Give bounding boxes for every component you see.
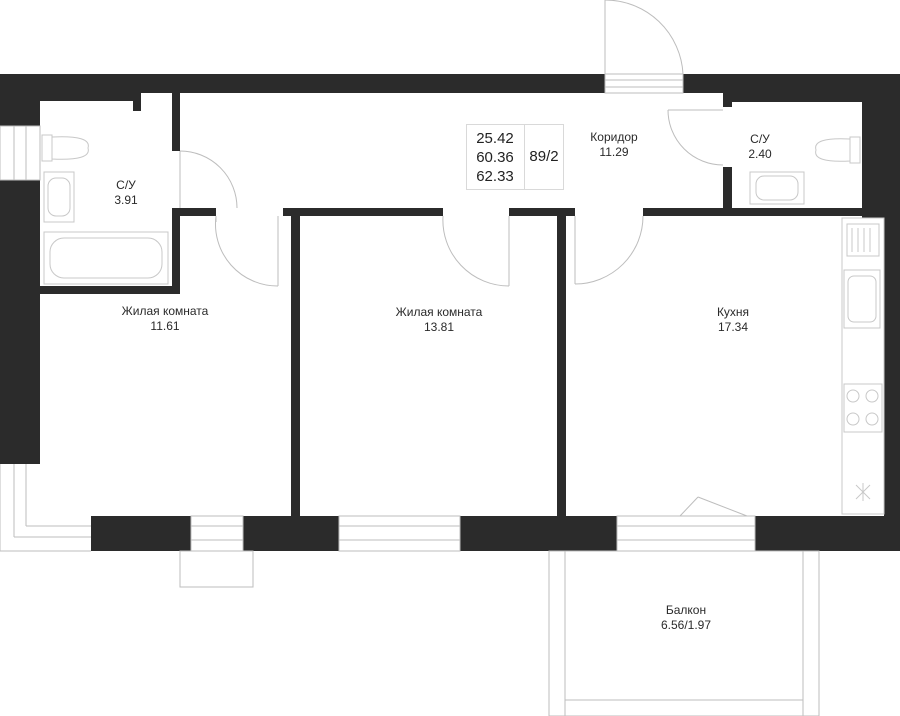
- room-label-balcony: Балкон 6.56/1.97: [661, 603, 711, 633]
- room-area: 13.81: [423, 320, 455, 334]
- wall-corridor-bottom-2: [283, 208, 443, 216]
- wall-bath-bottom: [40, 286, 180, 294]
- sink-1: [43, 171, 75, 223]
- wall-right-upper: [862, 74, 900, 218]
- apartment-summary: 25.42 60.36 62.33 89/2: [466, 124, 564, 190]
- room-name: Балкон: [665, 603, 707, 617]
- room-name: Коридор: [590, 130, 638, 144]
- area-total-with-balcony: 62.33: [476, 168, 514, 185]
- room-label-wc: С/У 2.40: [748, 132, 771, 162]
- wall-bottom-4: [755, 516, 900, 551]
- wall-room2-kitchen: [557, 216, 566, 516]
- wall-bath-right: [172, 93, 180, 151]
- wall-top-right: [683, 74, 900, 93]
- room-name: Кухня: [716, 305, 750, 319]
- kitchen-sink: [843, 269, 881, 329]
- bathtub: [43, 231, 169, 285]
- windows: [0, 73, 756, 588]
- room-label-bathroom: С/У 3.91: [114, 178, 137, 208]
- wall-bottom-3: [460, 516, 617, 551]
- wall-room1-room2: [291, 216, 300, 516]
- wall-wc2-left: [723, 93, 732, 107]
- room-label-kitchen: Кухня 17.34: [717, 305, 749, 335]
- room-area: 11.61: [150, 319, 180, 333]
- wall-bath-right-lower: [172, 208, 180, 286]
- wall-corridor-bottom-1: [180, 208, 216, 216]
- wall-bath-top: [40, 93, 133, 101]
- wall-left-upper: [0, 74, 40, 126]
- room-label-living-2: Жилая комната 13.81: [396, 305, 483, 335]
- wall-bottom-2: [243, 516, 339, 551]
- wall-right: [884, 216, 900, 516]
- exterior-walls: [0, 74, 900, 551]
- doors: [179, 0, 748, 517]
- wall-bath-top-right: [133, 93, 141, 111]
- room-area: 11.29: [599, 145, 629, 159]
- wall-wc2-left-lower: [723, 167, 732, 208]
- wall-corridor-bottom-4: [643, 208, 884, 216]
- wall-top-left: [0, 74, 605, 93]
- area-living: 25.42: [476, 130, 514, 147]
- room-area: 3.91: [114, 193, 138, 207]
- fixtures: [41, 134, 885, 515]
- room-name: Жилая комната: [121, 304, 209, 318]
- room-area: 6.56/1.97: [660, 618, 712, 632]
- kitchen-hood: [846, 223, 880, 257]
- area-total: 60.36: [476, 149, 514, 166]
- toilet-1: [41, 134, 53, 162]
- apartment-number: 89/2: [529, 148, 559, 165]
- room-area: 17.34: [717, 320, 749, 334]
- room-label-corridor: Коридор 11.29: [590, 130, 637, 160]
- summary-areas: 25.42 60.36 62.33: [467, 129, 523, 186]
- summary-divider: [524, 125, 525, 189]
- toilet-2: [849, 136, 861, 164]
- sink-2: [749, 171, 805, 205]
- wall-left-mid: [0, 180, 40, 464]
- room-name: С/У: [116, 178, 136, 192]
- interior-walls: [40, 93, 884, 516]
- gas-valve-icon: [855, 483, 871, 501]
- wall-wc2-top: [732, 93, 862, 102]
- kitchen-counter: [841, 217, 885, 515]
- room-name: С/У: [750, 132, 770, 146]
- wall-corridor-bottom-3: [509, 208, 575, 216]
- wall-bottom-1: [91, 516, 191, 551]
- balcony: [548, 550, 820, 716]
- room-label-living-1: Жилая комната 11.61: [122, 304, 209, 334]
- room-name: Жилая комната: [395, 305, 483, 319]
- stove: [843, 383, 883, 433]
- room-area: 2.40: [748, 147, 772, 161]
